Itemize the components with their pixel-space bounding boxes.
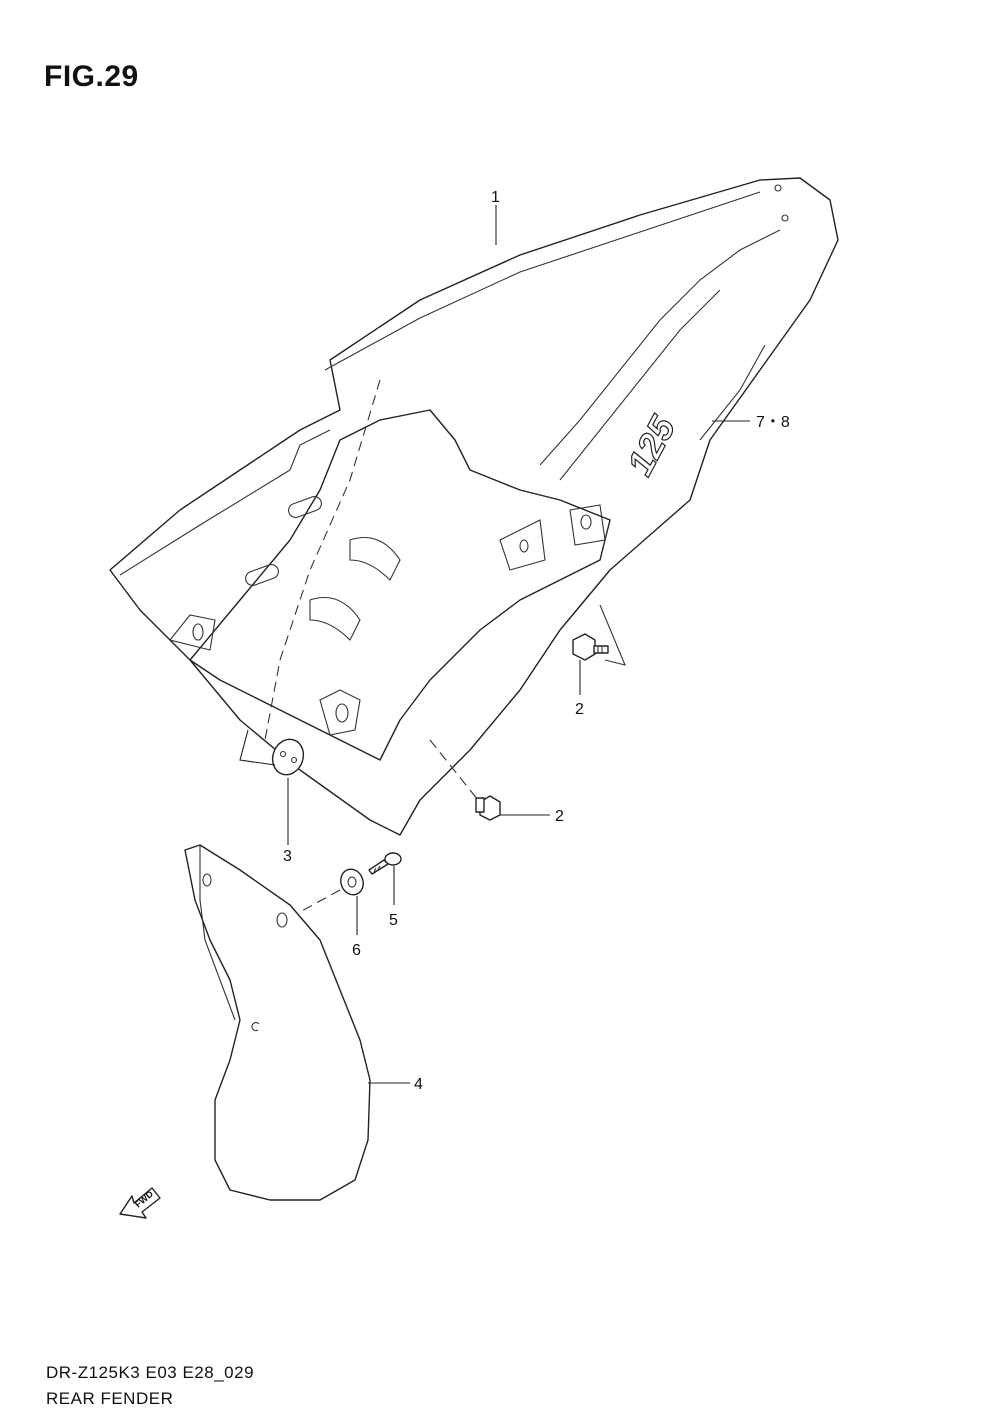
- callout-2-lower: 2: [555, 808, 564, 825]
- callout-5: 5: [389, 912, 398, 929]
- screw-part-5[interactable]: [368, 852, 402, 875]
- washer-part-6[interactable]: [337, 866, 367, 898]
- rear-fender-part-1[interactable]: 125: [109, 177, 839, 836]
- callout-2-upper: 2: [575, 701, 584, 718]
- fwd-direction-arrow: FWD: [119, 1187, 161, 1219]
- assembly-line-bolt-2: [429, 739, 479, 801]
- assembly-line-washer-6: [299, 889, 341, 913]
- assembly-line-grommet-3: [239, 729, 276, 766]
- direction-marker: [599, 604, 626, 666]
- figure-title: FIG.29: [44, 60, 139, 93]
- diagram-code: DR-Z125K3 E03 E28_029: [46, 1363, 255, 1382]
- diagram-name: REAR FENDER: [46, 1389, 174, 1408]
- callout-1: 1: [491, 189, 500, 206]
- callout-6: 6: [352, 942, 361, 959]
- bolt-part-2-upper[interactable]: [572, 633, 609, 661]
- callout-3: 3: [283, 848, 292, 865]
- callout-7-8: 7・8: [756, 414, 790, 431]
- callout-4: 4: [414, 1076, 423, 1093]
- bolt-part-2-lower[interactable]: [475, 795, 501, 821]
- grommet-part-3[interactable]: [268, 735, 309, 779]
- mud-flap-part-4[interactable]: [184, 844, 371, 1201]
